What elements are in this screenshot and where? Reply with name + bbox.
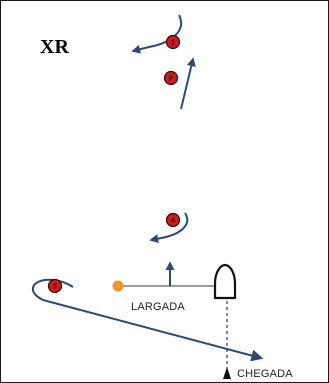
mark-4: 4 (165, 212, 181, 228)
finish-label: CHEGADA (237, 368, 293, 380)
mark-4-rounding-arrow (149, 212, 189, 244)
mark-p-buoy (163, 70, 179, 86)
mark-4-label: 4 (171, 218, 175, 225)
course-title: XR (40, 36, 69, 58)
mark-5-label: 5 (53, 284, 57, 291)
start-label: LARGADA (131, 301, 185, 313)
leg-arrow-to-finish (42, 299, 264, 362)
leg-arrow-to-mark-1 (180, 57, 196, 110)
mark-1: 1 (165, 34, 181, 50)
start-pin-buoy (112, 280, 124, 292)
mark-p-label: P (169, 76, 174, 83)
finish-boat-icon (223, 367, 231, 379)
mark-5: 5 (47, 278, 63, 294)
mark-4-buoy (165, 212, 181, 228)
mark-p: P (163, 70, 179, 86)
committee-boat-icon (213, 263, 237, 300)
mark-1-label: 1 (171, 40, 175, 47)
mark-5-rounding-path (31, 278, 74, 301)
mark-5-buoy (47, 278, 63, 294)
mark-1-buoy (165, 34, 181, 50)
